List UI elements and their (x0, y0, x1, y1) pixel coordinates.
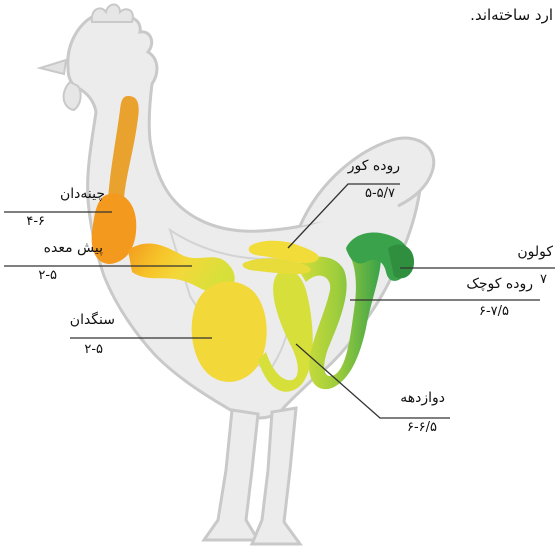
value-colon: ۷ (540, 272, 547, 288)
label-colon-name: کولون (517, 244, 553, 260)
label-proventriculus: پیش معده (44, 240, 103, 256)
label-colon: کولون (517, 244, 553, 260)
label-small-intestine-name: روده‌ کوچک (466, 276, 533, 292)
gizzard-organ (192, 282, 267, 382)
value-crop: ۴-۶ (26, 214, 45, 230)
value-gizzard-text: ۲-۵ (84, 342, 103, 357)
header-text: ارد ساخته‌اند. (470, 6, 553, 24)
label-duodenum: دوازدهه (400, 390, 445, 406)
rooster-leg-left (204, 410, 258, 540)
value-ceca: ۵-۵/۷ (365, 186, 395, 202)
label-crop: چینه‌دان (60, 186, 105, 202)
rooster-comb (92, 5, 133, 23)
label-proventriculus-name: پیش معده (44, 240, 103, 256)
label-crop-name: چینه‌دان (60, 186, 105, 202)
value-gizzard: ۲-۵ (84, 342, 103, 358)
value-colon-text: ۷ (540, 272, 547, 287)
rooster-wattle (64, 82, 81, 110)
label-small-intestine: روده‌ کوچک (466, 276, 533, 292)
value-duodenum-text: ۶-۶/۵ (407, 420, 437, 435)
rooster-beak (40, 60, 66, 74)
label-gizzard-name: سنگدان (70, 312, 115, 328)
label-ceca-name: روده‌ کور (348, 158, 400, 174)
value-crop-text: ۴-۶ (26, 214, 45, 229)
rooster-leg-right (252, 408, 300, 544)
value-proventriculus: ۲-۵ (38, 268, 57, 284)
label-gizzard: سنگدان (70, 312, 115, 328)
label-ceca: روده‌ کور (348, 158, 400, 174)
value-proventriculus-text: ۲-۵ (38, 268, 57, 283)
value-small-intestine-text: ۶-۷/۵ (479, 304, 509, 319)
value-small-intestine: ۶-۷/۵ (479, 304, 509, 320)
label-duodenum-name: دوازدهه (400, 390, 445, 406)
value-duodenum: ۶-۶/۵ (407, 420, 437, 436)
value-ceca-text: ۵-۵/۷ (365, 186, 395, 201)
